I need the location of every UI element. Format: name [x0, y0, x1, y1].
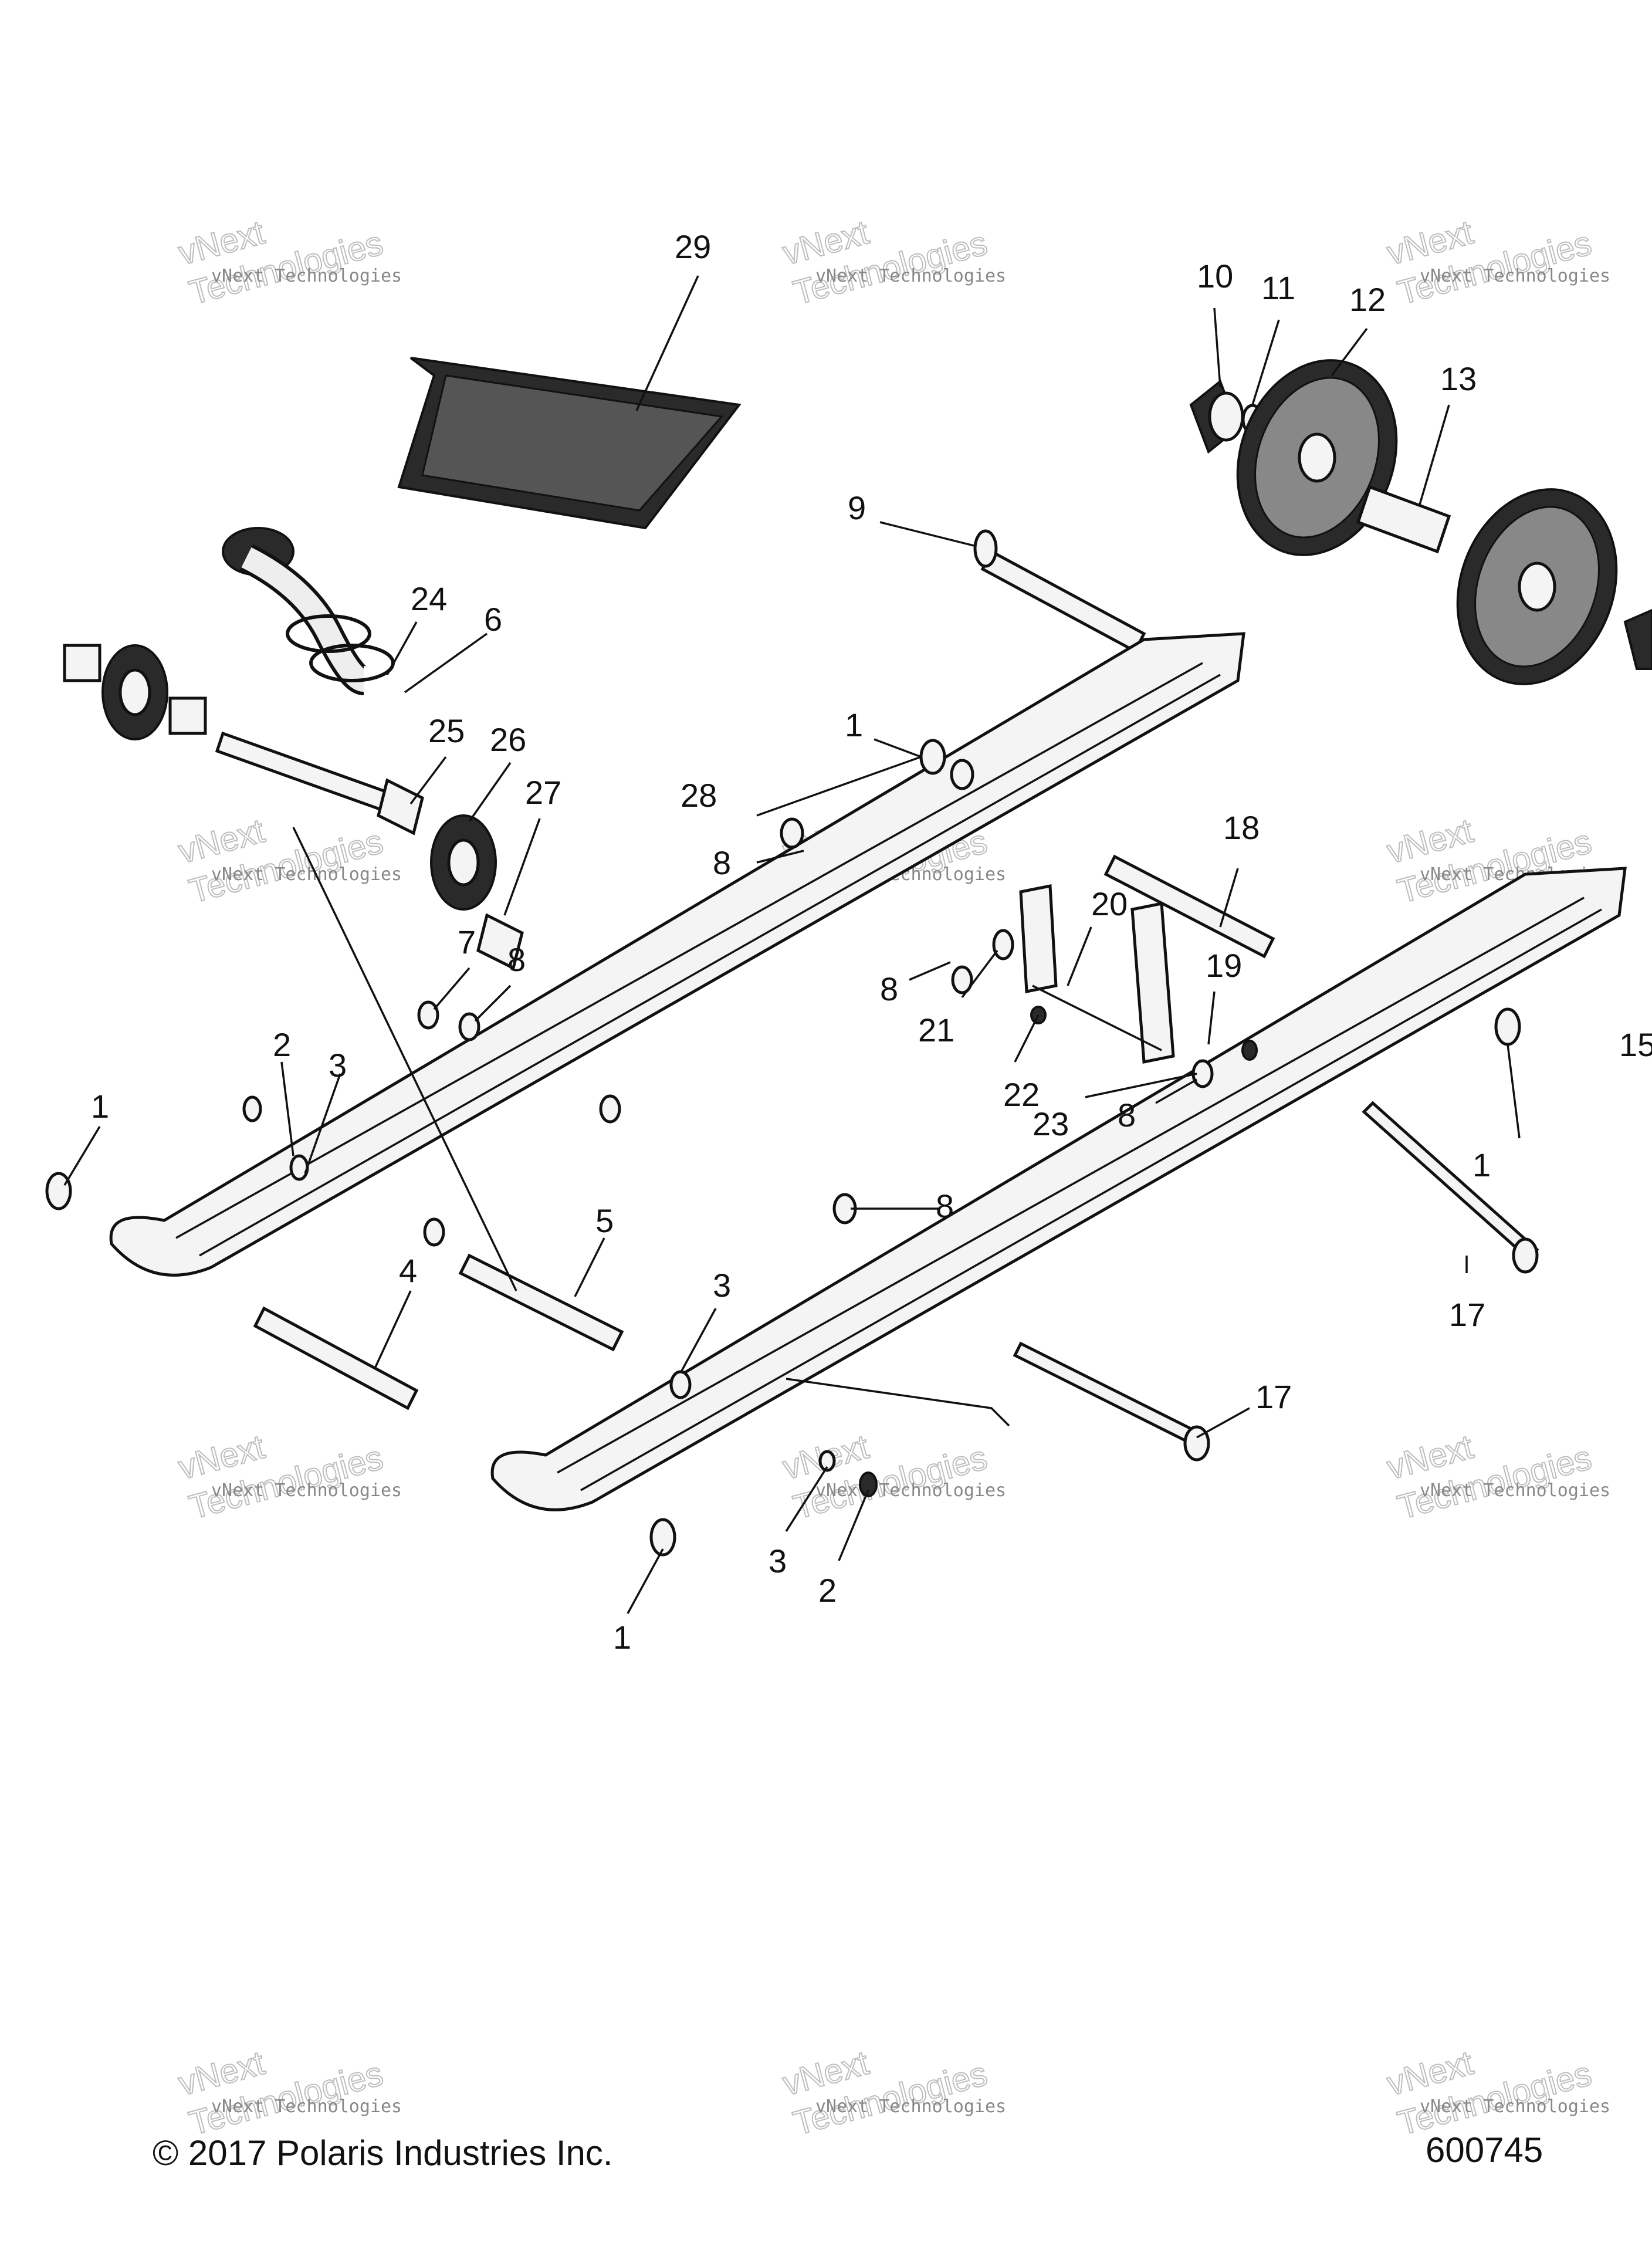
callout-8-c: 8 — [507, 941, 526, 978]
callout-17-b: 17 — [1255, 1378, 1292, 1415]
callout-5: 5 — [595, 1202, 614, 1239]
svg-text:vNext Technologies: vNext Technologies — [211, 1480, 402, 1501]
part-12-wheel — [1236, 359, 1398, 556]
part-20-bracket — [1019, 884, 1175, 1064]
callout-2-a: 2 — [273, 1026, 291, 1063]
callouts: 29 10 11 12 13 9 24 6 25 26 27 1 28 8 18… — [91, 228, 1652, 1656]
part-17-bolt-b — [1013, 1341, 1199, 1446]
watermark: vNext Technologies vNext Technologies — [1383, 1427, 1611, 1527]
leader-lines — [63, 275, 1521, 1614]
callout-1-a: 1 — [845, 706, 863, 743]
callout-3-a: 3 — [329, 1047, 347, 1084]
callout-12: 12 — [1349, 281, 1386, 318]
part-5-shaft — [458, 1253, 624, 1352]
svg-text:vNext Technologies: vNext Technologies — [211, 864, 402, 885]
watermark: vNext Technologies vNext Technologies — [778, 212, 1007, 313]
watermark: vNext Technologies vNext Technologies — [174, 811, 402, 911]
callout-4: 4 — [399, 1252, 417, 1289]
callout-3-b: 3 — [713, 1267, 731, 1304]
part-rail-left — [109, 632, 1245, 1277]
callout-25: 25 — [428, 712, 465, 749]
callout-21: 21 — [918, 1012, 954, 1048]
part-25-spacer — [377, 778, 424, 835]
callout-19: 19 — [1206, 947, 1242, 984]
callout-18: 18 — [1223, 809, 1260, 846]
callout-26: 26 — [490, 721, 526, 758]
copyright-text: © 2017 Polaris Industries Inc. — [153, 2133, 613, 2173]
callout-24: 24 — [411, 580, 447, 617]
fasteners — [45, 739, 1539, 1557]
callout-7: 7 — [458, 923, 476, 960]
watermark: vNext Technologies vNext Technologies — [1383, 212, 1611, 313]
watermark: vNext Technologies vNext Technologies — [778, 2043, 1007, 2143]
part-rail-right — [490, 867, 1627, 1511]
callout-27: 27 — [525, 774, 561, 811]
part-4-shaft — [253, 1306, 419, 1410]
watermark: vNext Technologies vNext Technologies — [174, 1427, 402, 1527]
svg-text:vNext Technologies: vNext Technologies — [1420, 1480, 1610, 1501]
callout-22: 22 — [1003, 1076, 1040, 1113]
watermark: vNext Technologies vNext Technologies — [174, 212, 402, 313]
callout-15: 15 — [1619, 1026, 1652, 1063]
svg-text:vNext Technologies: vNext Technologies — [815, 2096, 1006, 2117]
callout-1-b: 1 — [91, 1088, 109, 1125]
callout-1-c: 1 — [1472, 1146, 1491, 1183]
callout-23: 23 — [1032, 1105, 1069, 1142]
part-18-shaft — [1103, 854, 1275, 959]
callout-13: 13 — [1440, 360, 1477, 397]
callout-28: 28 — [681, 777, 717, 814]
part-13-spacer — [1356, 485, 1451, 554]
part-9-shaft — [973, 529, 1146, 654]
part-shock-spring — [222, 527, 395, 695]
part-10-cap — [1189, 379, 1244, 454]
watermark: vNext Technologies vNext Technologies — [778, 1427, 1007, 1527]
figure-number: 600745 — [1426, 2130, 1543, 2170]
svg-text:vNext Technologies: vNext Technologies — [815, 1480, 1006, 1501]
part-29-pad — [397, 357, 742, 530]
callout-6: 6 — [484, 601, 502, 638]
callout-8-a: 8 — [713, 844, 731, 881]
callout-9: 9 — [848, 489, 866, 526]
svg-text:vNext Technologies: vNext Technologies — [211, 266, 402, 286]
watermark: vNext Technologies vNext Technologies — [1383, 2043, 1611, 2143]
callout-3-c: 3 — [769, 1542, 787, 1579]
part-12-wheel-b — [1456, 488, 1618, 685]
part-25-spacer-left — [168, 696, 207, 735]
part-26-roller-left — [101, 644, 168, 740]
svg-text:vNext Technologies: vNext Technologies — [1420, 2096, 1610, 2117]
callout-2-b: 2 — [818, 1572, 837, 1609]
svg-text:vNext Technologies: vNext Technologies — [211, 2096, 402, 2117]
part-spring-rod — [786, 1378, 1010, 1427]
part-shock-shaft — [215, 731, 390, 812]
callout-8-e: 8 — [936, 1188, 954, 1224]
callout-29: 29 — [675, 228, 711, 265]
part-10-cap-b — [1623, 608, 1652, 670]
callout-17-a: 17 — [1449, 1296, 1485, 1333]
callout-11: 11 — [1261, 269, 1295, 306]
svg-text:vNext Technologies: vNext Technologies — [815, 266, 1006, 286]
part-17-bolt-a — [1362, 1101, 1539, 1261]
callout-10: 10 — [1197, 258, 1233, 295]
callout-8-b: 8 — [880, 970, 898, 1007]
part-27-spacer-left — [63, 644, 101, 682]
part-27-spacer — [476, 913, 524, 970]
svg-text:vNext Technologies: vNext Technologies — [1420, 266, 1610, 286]
part-26-roller — [430, 814, 497, 911]
watermark: vNext Technologies vNext Technologies — [174, 2043, 402, 2143]
callout-1-d: 1 — [613, 1619, 631, 1656]
callout-8-d: 8 — [1118, 1097, 1136, 1134]
callout-20: 20 — [1091, 885, 1128, 922]
